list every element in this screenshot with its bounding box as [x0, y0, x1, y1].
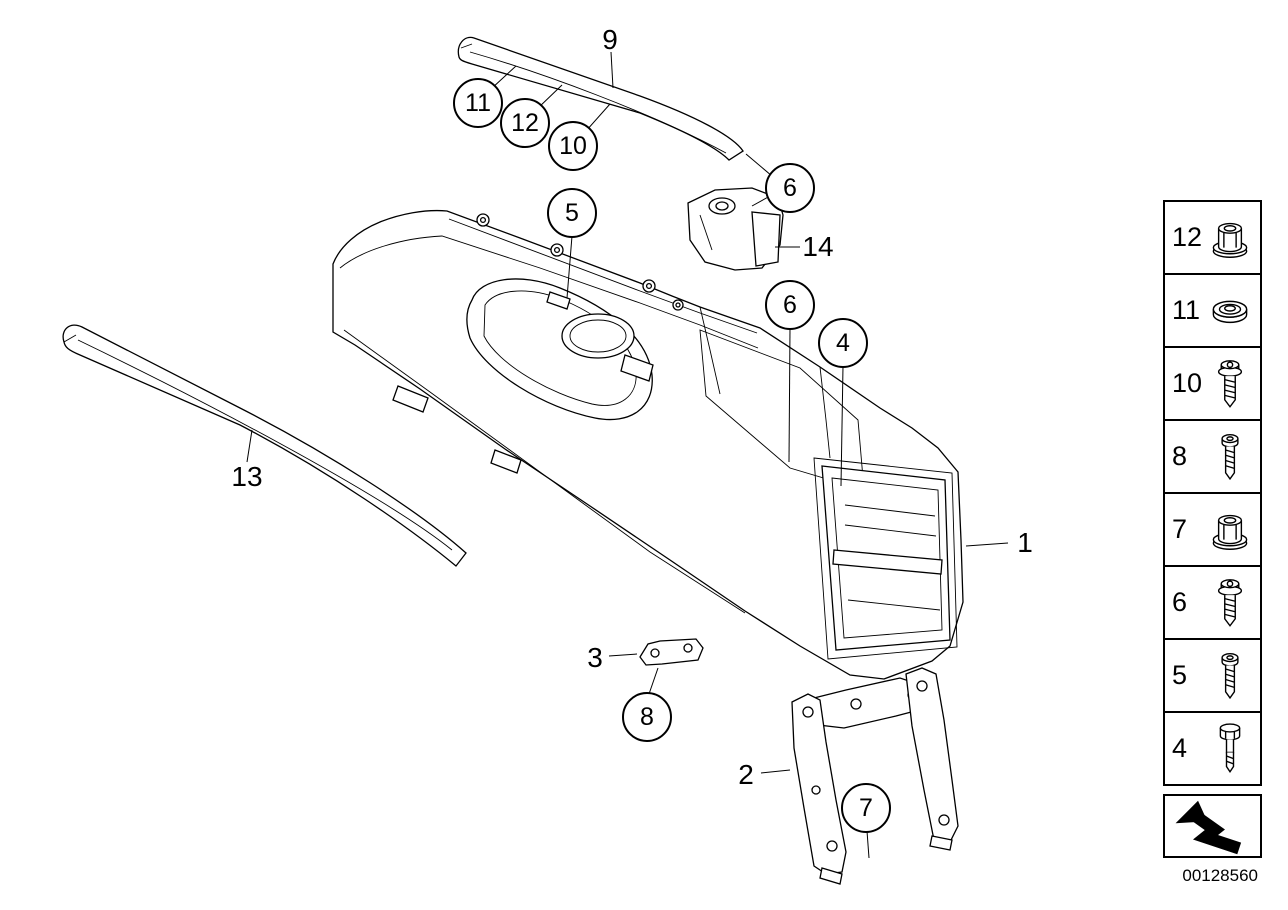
legend-list: 12 11 10 8 7 6 5 4	[1163, 200, 1262, 786]
legend-item-number: 7	[1172, 514, 1188, 544]
callout-10[interactable]: 10	[548, 121, 598, 171]
legend-item-number: 11	[1172, 295, 1201, 325]
part-9-trim-strip	[457, 36, 744, 161]
legend-item-6[interactable]: 6	[1163, 565, 1262, 640]
callout-4[interactable]: 4	[818, 318, 868, 368]
legend-item-8[interactable]: 8	[1163, 419, 1262, 494]
legend-item-11[interactable]: 11	[1163, 273, 1262, 348]
callout-5[interactable]: 5	[547, 188, 597, 238]
flange-screw-icon	[1209, 354, 1251, 414]
callout-7[interactable]: 7	[841, 783, 891, 833]
callout-13[interactable]: 13	[231, 461, 263, 492]
front-direction-arrow-icon	[1175, 800, 1241, 855]
washer-icon	[1209, 281, 1251, 341]
flange-nut-icon	[1209, 500, 1251, 560]
part-14-bracket	[687, 187, 784, 271]
callout-9[interactable]: 9	[602, 24, 618, 55]
callout-6[interactable]: 6	[765, 163, 815, 213]
legend-item-number: 5	[1172, 660, 1188, 690]
legend-item-number: 6	[1172, 587, 1188, 617]
pan-screw-icon	[1209, 646, 1251, 706]
legend-item-4[interactable]: 4	[1163, 711, 1262, 786]
callout-8[interactable]: 8	[622, 692, 672, 742]
part-2-support-bracket	[791, 667, 959, 885]
legend-item-number: 4	[1172, 733, 1188, 763]
legend-item-10[interactable]: 10	[1163, 346, 1262, 421]
legend-item-7[interactable]: 7	[1163, 492, 1262, 567]
legend-item-number: 8	[1172, 441, 1188, 471]
hex-bolt-icon	[1209, 719, 1251, 779]
legend-item-number: 10	[1172, 368, 1203, 398]
part-number: 00128560	[1182, 866, 1258, 885]
fastener-legend: 12 11 10 8 7 6 5 4	[1163, 200, 1262, 858]
callout-6[interactable]: 6	[765, 280, 815, 330]
direction-indicator	[1163, 794, 1262, 858]
part-3-bracket	[639, 638, 704, 666]
flange-screw-icon	[1209, 573, 1251, 633]
legend-item-number: 12	[1172, 222, 1203, 252]
part-13-trim-strip	[62, 324, 467, 567]
pan-screw-icon	[1209, 427, 1251, 487]
callout-2[interactable]: 2	[738, 759, 754, 790]
callout-14[interactable]: 14	[802, 231, 834, 262]
callout-1[interactable]: 1	[1017, 527, 1033, 558]
callout-3[interactable]: 3	[587, 642, 603, 673]
part-1-console-body	[332, 209, 964, 680]
legend-item-12[interactable]: 12	[1163, 200, 1262, 275]
flange-nut-icon	[1209, 208, 1251, 268]
callout-11[interactable]: 11	[453, 78, 503, 128]
callout-12[interactable]: 12	[500, 98, 550, 148]
legend-item-5[interactable]: 5	[1163, 638, 1262, 713]
